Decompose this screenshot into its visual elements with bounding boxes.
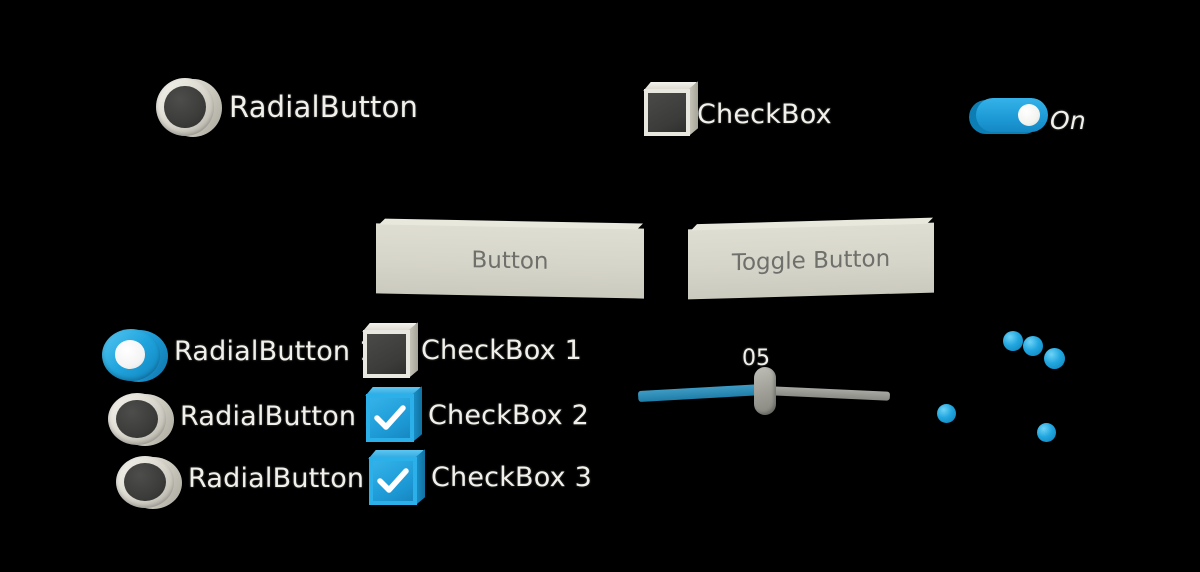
radial-button-face [116, 456, 174, 508]
radial-button-face [156, 78, 214, 136]
radial-button-face [108, 393, 166, 445]
checkbox-group-item-3-label: CheckBox 3 [431, 462, 593, 493]
indicator-dot[interactable] [937, 404, 956, 423]
radial-button-indicator [164, 85, 206, 129]
radial-group-item-3[interactable] [116, 456, 182, 509]
indicator-dot[interactable] [1003, 331, 1023, 351]
indicator-dot[interactable] [1037, 423, 1056, 442]
radial-button-indicator [114, 340, 145, 369]
radial-button-face [102, 329, 160, 381]
checkbox-top-label: CheckBox [697, 99, 832, 130]
toggle-switch[interactable] [969, 98, 1048, 134]
checkbox-right-face [416, 449, 425, 505]
check-icon [373, 461, 413, 501]
checkbox-group-item-2[interactable] [365, 386, 422, 442]
checkbox-group-item-3[interactable] [368, 449, 425, 505]
radial-group-item-2[interactable] [108, 393, 174, 446]
check-icon [370, 398, 410, 438]
checkbox-group-item-1-label: CheckBox 1 [421, 335, 583, 366]
checkbox-top[interactable] [643, 81, 698, 136]
checkbox-front-face [366, 394, 414, 442]
push-button-cap [379, 218, 643, 230]
radial-button-indicator [116, 399, 158, 439]
checkbox-front-face [363, 330, 410, 378]
checkbox-front-face [644, 89, 690, 136]
checkbox-fill [367, 334, 406, 374]
radial-button-top[interactable] [156, 78, 222, 137]
slider-track-rest [763, 386, 891, 401]
toggle-button-cap [691, 217, 933, 231]
checkbox-group-item-1[interactable] [362, 322, 418, 378]
slider-track-fill [637, 384, 765, 403]
toggle-button[interactable]: Toggle Button [688, 217, 934, 300]
checkbox-right-face [413, 386, 422, 442]
radial-group-item-1[interactable] [102, 329, 168, 382]
checkbox-group-item-2-label: CheckBox 2 [428, 400, 590, 431]
push-button-label: Button [471, 247, 549, 275]
indicator-dot[interactable] [1044, 348, 1065, 369]
slider-value-label: 05 [742, 346, 770, 371]
checkbox-front-face [369, 457, 417, 505]
toggle-switch-track [976, 98, 1048, 132]
checkbox-fill [648, 93, 686, 132]
radial-group-item-3-label: RadialButton 3 [188, 463, 391, 494]
push-button[interactable]: Button [376, 218, 644, 299]
radial-group-item-2-label: RadialButton 2 [180, 401, 383, 432]
radial-group-item-1-label: RadialButton 1 [174, 336, 377, 367]
toggle-button-label: Toggle Button [731, 245, 891, 277]
radial-button-indicator [124, 462, 166, 502]
checkbox-right-face [409, 322, 418, 378]
radial-button-top-label: RadialButton [229, 90, 419, 124]
slider-handle[interactable] [754, 367, 776, 415]
toggle-switch-knob [1018, 104, 1040, 126]
toggle-switch-label: On [1050, 106, 1086, 135]
slider[interactable]: 05 [637, 346, 891, 415]
indicator-dot[interactable] [1023, 336, 1043, 356]
